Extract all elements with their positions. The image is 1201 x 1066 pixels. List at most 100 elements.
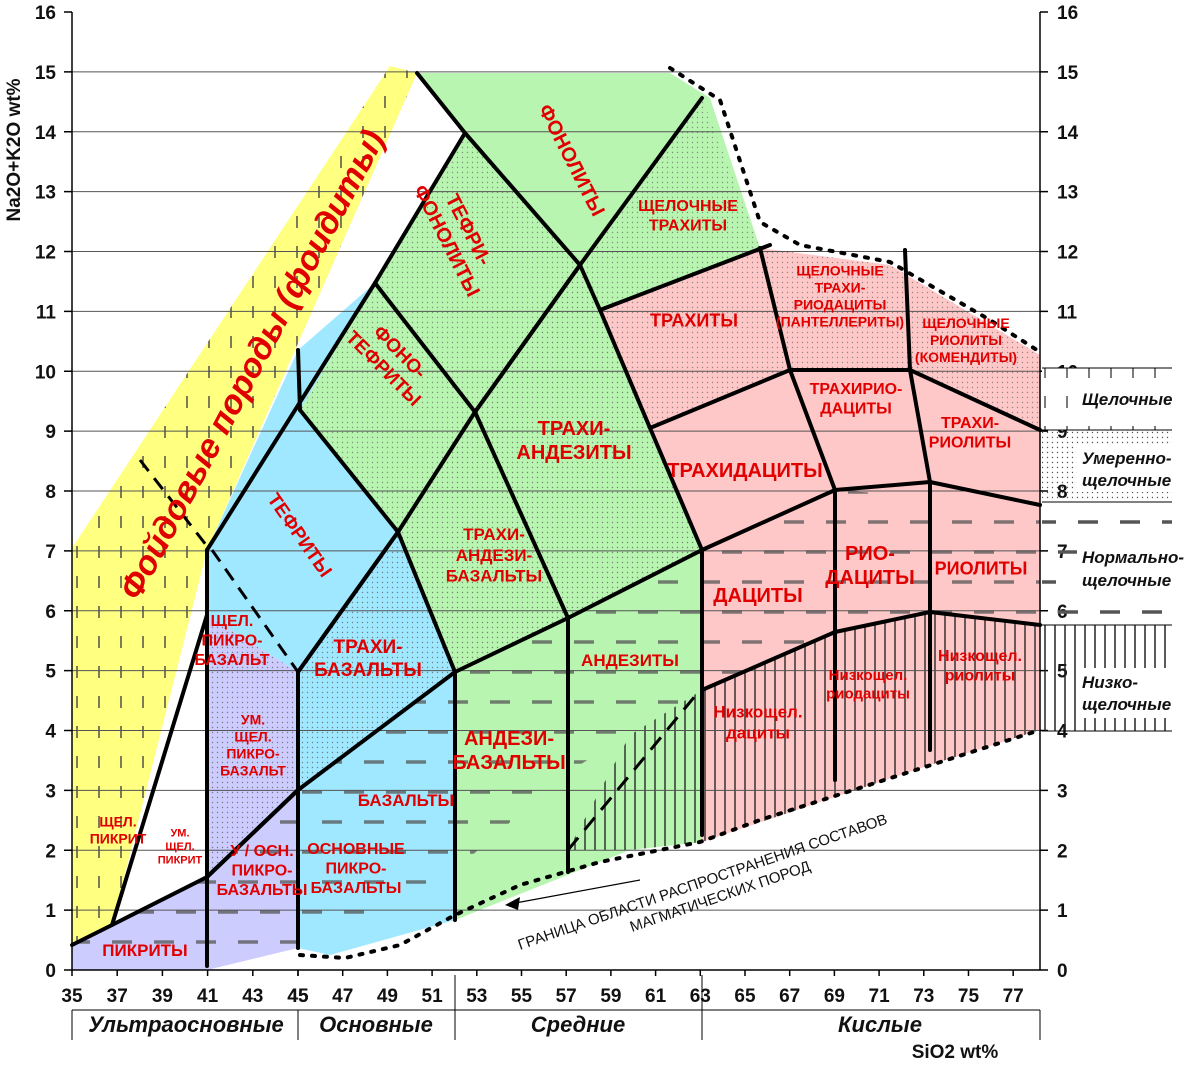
y-tick-label-right: 14 <box>1057 123 1079 144</box>
x-tick-label: 61 <box>645 986 667 1007</box>
field-label-line: ТРАХИТЫ <box>649 217 727 234</box>
field-label-dacity: ДАЦИТЫ <box>713 585 802 607</box>
field-label-line: ТРАХИРИО- <box>810 381 903 398</box>
field-label-trakhiriolity: ТРАХИ- РИОЛИТЫ <box>929 415 1011 452</box>
y-tick-label-left: 9 <box>45 422 56 443</box>
field-label-line: РИОДАЦИТЫ <box>794 296 887 312</box>
field-label-line: АНДЕЗИТЫ <box>516 442 631 464</box>
y-tick-label-left: 0 <box>45 961 56 982</box>
field-label-u-osn-pikrobazalty: У / ОСН.ПИКРО-БАЗАЛЬТЫ <box>217 843 308 899</box>
y-tick-label-right: 15 <box>1057 63 1079 84</box>
y-tick-label-right: 12 <box>1057 243 1078 264</box>
field-label-line: ПИКРО- <box>202 633 263 650</box>
field-label-line: ЩЕЛ. <box>99 813 136 829</box>
group-basic: Основные <box>319 1012 433 1037</box>
field-label-line: ПИКРО- <box>232 863 293 880</box>
field-label-line: Низкощел. <box>713 703 802 722</box>
x-tick-label: 45 <box>287 986 309 1007</box>
field-label-riodacity: РИО-ДАЦИТЫ <box>825 543 914 589</box>
y-tick-label-right: 16 <box>1057 3 1078 24</box>
field-label-line: РИОЛИТЫ <box>929 434 1011 451</box>
field-label-line: РИО- <box>845 543 895 565</box>
field-label-line: РИОЛИТЫ <box>935 558 1028 578</box>
field-label-line: дациты <box>726 723 790 742</box>
field-label-line: ПИКРИТЫ <box>102 941 187 960</box>
y-tick-label-left: 2 <box>45 841 56 862</box>
y-tick-label-left: 10 <box>35 362 56 383</box>
y-tick-label-left: 6 <box>45 602 56 623</box>
field-label-line: риодациты <box>826 685 910 702</box>
x-tick-label: 51 <box>422 986 444 1007</box>
x-tick-label: 45 <box>287 986 309 1007</box>
field-label-line: Низкощел. <box>829 667 908 684</box>
region-fills <box>72 66 1040 970</box>
field-label-shchel-pikrobazalt: ЩЕЛ.ПИКРО-БАЗАЛЬТ <box>194 613 269 669</box>
alkalinity-legend: Щелочные Умеренно- щелочные Нормально- щ… <box>1042 367 1199 732</box>
field-label-nizkoshchel-dacity: Низкощел.дациты <box>713 703 802 743</box>
series-moderately-alkaline-1: Умеренно- <box>1082 449 1172 468</box>
field-label-line: БАЗАЛЬТЫ <box>358 791 454 810</box>
field-label-line: БАЗАЛЬТ <box>220 763 286 779</box>
x-tick-label: 69 <box>824 986 845 1007</box>
field-label-bazalty: БАЗАЛЬТЫ <box>358 791 454 810</box>
gridlines <box>72 71 1040 911</box>
series-low-alkaline-2: щелочные <box>1082 695 1171 714</box>
field-label-line: ТРАХИ- <box>941 415 999 432</box>
x-tick-label: 75 <box>958 986 980 1007</box>
x-tick-label: 43 <box>242 986 263 1007</box>
series-normal-alkaline-2: щелочные <box>1082 571 1171 590</box>
field-label-line: риолиты <box>945 667 1015 684</box>
field-label-line: ЩЕЛ. <box>165 841 194 853</box>
field-label-line: ПИКРИТ <box>90 830 147 846</box>
y-tick-label-left: 13 <box>35 183 56 204</box>
y-tick-label-left: 15 <box>35 63 57 84</box>
y-tick-label-left: 8 <box>45 482 56 503</box>
field-label-line: ДАЦИТЫ <box>825 567 914 589</box>
field-label-trakhiandezibazalty: ТРАХИ-АНДЕЗИ-БАЗАЛЬТЫ <box>446 525 542 585</box>
field-label-um-shchel-pikrit: УМ.ЩЕЛ.ПИКРИТ <box>158 827 203 866</box>
x-tick-label: 55 <box>511 986 533 1007</box>
field-label-line: ДАЦИТЫ <box>713 585 802 607</box>
y-tick-label-right: 1 <box>1057 901 1068 922</box>
x-tick-label: 73 <box>913 986 934 1007</box>
x-tick-label: 39 <box>152 986 173 1007</box>
y-tick-label-right: 11 <box>1057 302 1078 323</box>
series-alkaline: Щелочные <box>1082 390 1173 409</box>
field-label-line: ЩЕЛ. <box>234 728 271 744</box>
field-label-line: УМ. <box>170 827 189 839</box>
field-label-line: ДАЦИТЫ <box>820 400 892 417</box>
field-label-line: (ПАНТЕЛЛЕРИТЫ) <box>776 314 904 330</box>
field-label-line: ЩЕЛОЧНЫЕ <box>796 262 883 278</box>
x-tick-label: 57 <box>556 986 577 1007</box>
field-label-line: БАЗАЛЬТЫ <box>217 882 308 899</box>
x-tick-label: 67 <box>779 986 800 1007</box>
field-label-shchel-pikrit: ЩЕЛ.ПИКРИТ <box>90 813 147 846</box>
y-tick-label-right: 0 <box>1057 961 1068 982</box>
silica-group-labels: Ультраосновные Основные Средние Кислые <box>71 975 1041 1040</box>
series-normal-alkaline-1: Нормально- <box>1082 548 1184 567</box>
magmatic-limit-boundary <box>298 66 1042 961</box>
field-label-trakhity: ТРАХИТЫ <box>650 310 738 330</box>
field-label-line: (КОМЕНДИТЫ) <box>915 349 1017 365</box>
y-tick-label-left: 1 <box>45 901 56 922</box>
field-label-line: БАЗАЛЬТЫ <box>314 660 422 681</box>
y-tick-label-left: 3 <box>45 781 56 802</box>
y-tick-label-left: 4 <box>45 722 56 743</box>
field-label-trakhidacity: ТРАХИДАЦИТЫ <box>667 460 822 482</box>
field-label-riolity: РИОЛИТЫ <box>935 558 1028 578</box>
field-label-line: РИОЛИТЫ <box>930 332 1002 348</box>
field-label-line: ТРАХИ- <box>463 525 525 544</box>
field-label-line: ОСНОВНЫЕ <box>307 841 405 858</box>
y-tick-label-left: 16 <box>35 3 56 24</box>
x-tick-label: 77 <box>1003 986 1024 1007</box>
series-moderately-alkaline-2: щелочные <box>1082 471 1171 490</box>
x-tick-label: 47 <box>332 986 353 1007</box>
x-axis-title: SiO2 wt% <box>912 1042 999 1063</box>
field-label-line: АНДЕЗИ- <box>464 728 554 750</box>
group-acid: Кислые <box>838 1012 922 1037</box>
field-label-line: БАЗАЛЬТЫ <box>311 880 402 897</box>
field-label-trakhibazalty: ТРАХИ-БАЗАЛЬТЫ <box>314 637 422 681</box>
